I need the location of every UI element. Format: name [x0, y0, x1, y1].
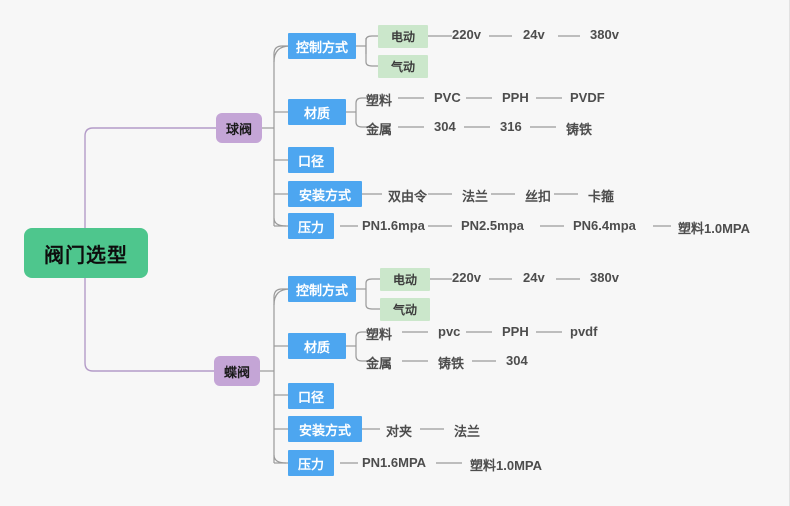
leaf-install-wafer-butterfly[interactable]: 对夹 — [386, 424, 413, 439]
group-label-plastic-ball[interactable]: 塑料 — [366, 93, 393, 108]
leaf-pressure-pn16-butterfly[interactable]: PN1.6MPA — [362, 455, 427, 470]
leaf-material-pvdf-butterfly[interactable]: pvdf — [570, 324, 598, 339]
group-label-metal-butterfly[interactable]: 金属 — [366, 356, 393, 371]
root-node[interactable]: 阀门选型 — [24, 228, 148, 278]
leaf-material-cast-iron-butterfly[interactable]: 铸铁 — [438, 356, 465, 371]
leaf-pressure-pn64-ball[interactable]: PN6.4mpa — [573, 218, 636, 233]
category-node-installation-butterfly[interactable]: 安装方式 — [288, 416, 362, 442]
category-node-diameter-butterfly[interactable]: 口径 — [288, 383, 334, 409]
leaf-pressure-plastic10-butterfly[interactable]: 塑料1.0MPA — [470, 458, 542, 473]
category-node-material-butterfly[interactable]: 材质 — [288, 333, 346, 359]
leaf-pressure-pn25-ball[interactable]: PN2.5mpa — [461, 218, 524, 233]
leaf-material-pph-butterfly[interactable]: PPH — [502, 324, 529, 339]
leaf-material-304-butterfly[interactable]: 304 — [506, 353, 528, 368]
category-node-control-mode-ball[interactable]: 控制方式 — [288, 33, 356, 59]
group-label-plastic-butterfly[interactable]: 塑料 — [366, 327, 393, 342]
leaf-voltage-380v-ball[interactable]: 380v — [590, 27, 619, 42]
leaf-voltage-24v-butterfly[interactable]: 24v — [523, 270, 545, 285]
category-node-pressure-butterfly[interactable]: 压力 — [288, 450, 334, 476]
leaf-install-thread-ball[interactable]: 丝扣 — [525, 189, 552, 204]
tag-node-electric-butterfly[interactable]: 电动 — [380, 268, 430, 291]
category-node-pressure-ball[interactable]: 压力 — [288, 213, 334, 239]
leaf-install-clamp-ball[interactable]: 卡箍 — [588, 189, 615, 204]
leaf-install-double-union-ball[interactable]: 双由令 — [388, 189, 428, 204]
leaf-material-cast-iron-ball[interactable]: 铸铁 — [566, 122, 593, 137]
leaf-material-316-ball[interactable]: 316 — [500, 119, 522, 134]
category-node-control-mode-butterfly[interactable]: 控制方式 — [288, 276, 356, 302]
leaf-voltage-220v-butterfly[interactable]: 220v — [452, 270, 481, 285]
category-node-material-ball[interactable]: 材质 — [288, 99, 346, 125]
leaf-install-flange-butterfly[interactable]: 法兰 — [454, 424, 481, 439]
leaf-voltage-24v-ball[interactable]: 24v — [523, 27, 545, 42]
tag-node-pneumatic-butterfly[interactable]: 气动 — [380, 298, 430, 321]
leaf-pressure-plastic10-ball[interactable]: 塑料1.0MPA — [678, 221, 750, 236]
tag-node-pneumatic-ball[interactable]: 气动 — [378, 55, 428, 78]
leaf-material-pph-ball[interactable]: PPH — [502, 90, 529, 105]
leaf-voltage-220v-ball[interactable]: 220v — [452, 27, 481, 42]
leaf-voltage-380v-butterfly[interactable]: 380v — [590, 270, 619, 285]
category-node-installation-ball[interactable]: 安装方式 — [288, 181, 362, 207]
category-node-diameter-ball[interactable]: 口径 — [288, 147, 334, 173]
leaf-install-flange-ball[interactable]: 法兰 — [462, 189, 489, 204]
leaf-material-pvdf-ball[interactable]: PVDF — [570, 90, 605, 105]
group-label-metal-ball[interactable]: 金属 — [366, 122, 393, 137]
branch-node-ball-valve[interactable]: 球阀 — [216, 113, 262, 143]
leaf-material-pvc-ball[interactable]: PVC — [434, 90, 461, 105]
branch-node-butterfly-valve[interactable]: 蝶阀 — [214, 356, 260, 386]
leaf-material-304-ball[interactable]: 304 — [434, 119, 456, 134]
leaf-material-pvc-butterfly[interactable]: pvc — [438, 324, 461, 339]
tag-node-electric-ball[interactable]: 电动 — [378, 25, 428, 48]
leaf-pressure-pn16-ball[interactable]: PN1.6mpa — [362, 218, 425, 233]
